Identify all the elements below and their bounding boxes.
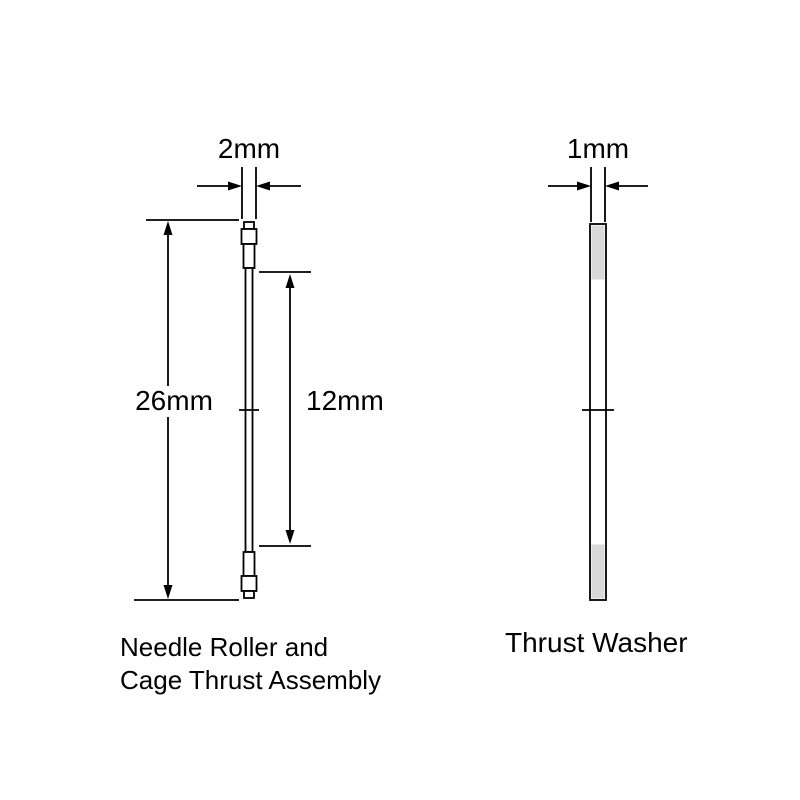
left-part-caption-line1: Needle Roller and	[120, 632, 329, 662]
right-part-width-label: 1mm	[563, 133, 633, 165]
top-roller-tip	[243, 221, 255, 230]
top-roller	[240, 228, 258, 245]
left-part-height-label: 26mm	[132, 385, 216, 417]
right-part-caption: Thrust Washer	[505, 627, 688, 658]
arrowhead	[577, 181, 591, 191]
arrowhead	[285, 274, 295, 288]
thrust-washer-drawing	[548, 167, 648, 601]
washer-top-shading	[591, 225, 605, 280]
left-part-caption-line2: Cage Thrust Assembly	[120, 665, 382, 695]
bottom-roller-tip	[243, 590, 255, 599]
top-shaft	[242, 243, 256, 269]
left-part-cage-label: 12mm	[303, 385, 387, 417]
washer-bottom-shading	[591, 544, 605, 599]
left-part-caption: Needle Roller and Cage Thrust Assembly	[120, 631, 381, 697]
arrowhead	[228, 181, 242, 191]
bottom-shaft	[242, 551, 256, 577]
arrowhead	[163, 585, 173, 599]
bottom-roller	[240, 575, 258, 592]
arrowhead	[256, 181, 270, 191]
needle-roller-assembly-drawing	[134, 167, 311, 601]
arrowhead	[605, 181, 619, 191]
arrowhead	[163, 221, 173, 235]
left-part-width-label: 2mm	[214, 133, 284, 165]
washer-body	[589, 223, 607, 601]
arrowhead	[285, 530, 295, 544]
